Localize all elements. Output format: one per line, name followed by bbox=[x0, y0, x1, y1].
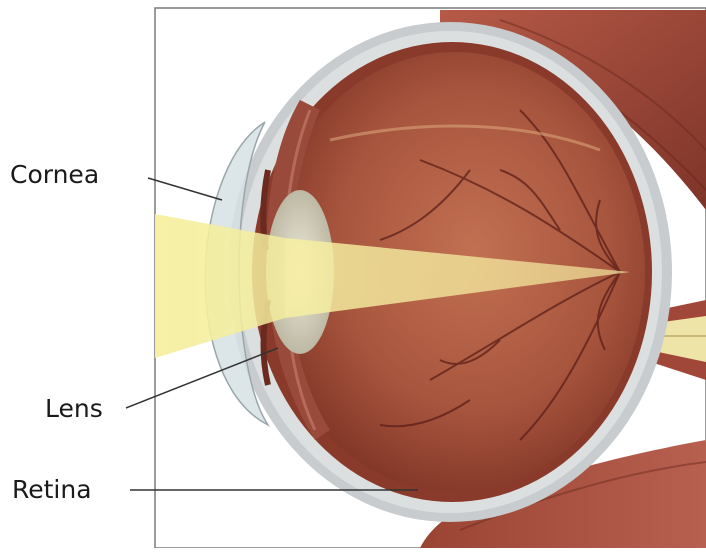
cornea-leader-line bbox=[148, 178, 222, 200]
retina-label: Retina bbox=[12, 477, 92, 502]
lens-label: Lens bbox=[45, 396, 103, 421]
cornea-label: Cornea bbox=[10, 162, 99, 187]
